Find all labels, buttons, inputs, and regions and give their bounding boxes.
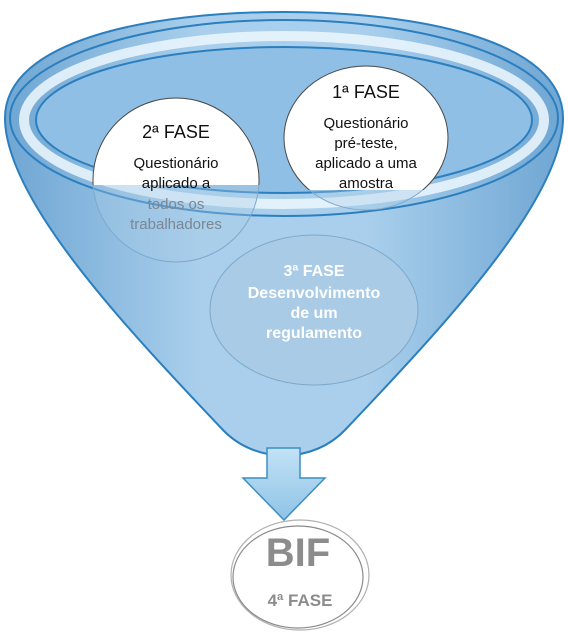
phase2-title: 2ª FASE (142, 122, 210, 142)
phase4-circle-outer (230, 519, 370, 631)
phase2-circle-visible (92, 97, 260, 185)
phase1-line-1: Questionário (323, 115, 408, 132)
phase3-line-3: regulamento (266, 325, 362, 342)
phase2-line-2: aplicado a (142, 175, 211, 192)
phase3-title: 3ª FASE (283, 263, 344, 280)
phase2-line-1: Questionário (133, 155, 218, 172)
phase1-line-4: amostra (339, 175, 394, 192)
phase4-title: 4ª FASE (268, 591, 333, 610)
phase4-heading: BIF (266, 531, 330, 575)
phase3-line-1: Desenvolvimento (248, 285, 381, 302)
phase1-line-2: pré-teste, (334, 135, 397, 152)
phase2-line-4: trabalhadores (130, 216, 222, 233)
phase1-line-3: aplicado a uma (315, 155, 417, 172)
phase2-line-3: todos os (148, 196, 205, 213)
phase3-line-2: de um (290, 305, 337, 322)
phase3-circle (209, 234, 419, 386)
funnel-rim-outer (9, 19, 559, 217)
funnel-rim-glow (19, 31, 549, 209)
phase1-circle-visible (283, 65, 449, 190)
down-arrow-icon (241, 447, 327, 522)
phase1-title: 1ª FASE (332, 82, 400, 102)
phase4-circle-inner (232, 525, 364, 629)
